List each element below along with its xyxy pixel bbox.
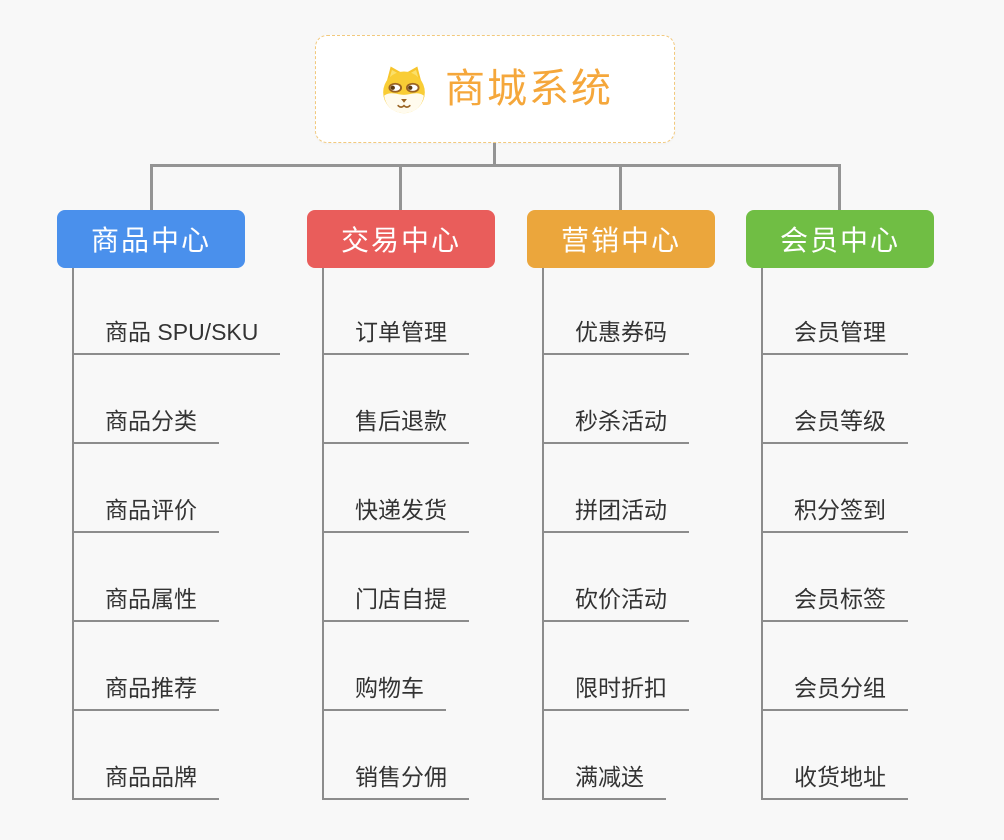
leaf-node[interactable]: 拼团活动 [542, 498, 689, 533]
leaf-node[interactable]: 售后退款 [322, 409, 469, 444]
root-node[interactable]: 商城系统 [315, 35, 675, 143]
leaf-node[interactable]: 购物车 [322, 676, 446, 711]
branch-node-marketing-center[interactable]: 营销中心 [527, 210, 715, 268]
leaf-node[interactable]: 商品属性 [72, 587, 219, 622]
connector-drop-trade [399, 164, 402, 210]
leaf-node[interactable]: 商品评价 [72, 498, 219, 533]
root-title: 商城系统 [445, 67, 613, 111]
connector-bus [150, 164, 840, 167]
leaf-node[interactable]: 限时折扣 [542, 676, 689, 711]
connector-drop-marketing [619, 164, 622, 210]
leaf-node[interactable]: 会员分组 [761, 676, 908, 711]
connector-drop-products [150, 164, 153, 210]
children-product-center: 商品 SPU/SKU 商品分类 商品评价 商品属性 商品推荐 商品品牌 [72, 268, 281, 800]
leaf-node[interactable]: 优惠券码 [542, 320, 689, 355]
leaf-node[interactable]: 商品推荐 [72, 676, 219, 711]
children-member-center: 会员管理 会员等级 积分签到 会员标签 会员分组 收货地址 [761, 268, 908, 800]
connector-drop-members [838, 164, 841, 210]
leaf-node[interactable]: 秒杀活动 [542, 409, 689, 444]
branch-node-member-center[interactable]: 会员中心 [746, 210, 934, 268]
leaf-node[interactable]: 积分签到 [761, 498, 908, 533]
dog-icon [383, 66, 425, 114]
leaf-node[interactable]: 门店自提 [322, 587, 469, 622]
branch-node-trade-center[interactable]: 交易中心 [307, 210, 495, 268]
branch-node-product-center[interactable]: 商品中心 [57, 210, 245, 268]
leaf-node[interactable]: 商品分类 [72, 409, 219, 444]
leaf-node[interactable]: 砍价活动 [542, 587, 689, 622]
leaf-node[interactable]: 会员管理 [761, 320, 908, 355]
leaf-node[interactable]: 商品品牌 [72, 765, 219, 800]
children-marketing-center: 优惠券码 秒杀活动 拼团活动 砍价活动 限时折扣 满减送 [542, 268, 689, 800]
leaf-node[interactable]: 快递发货 [322, 498, 469, 533]
leaf-node[interactable]: 订单管理 [322, 320, 469, 355]
child-branch-line-members [761, 268, 763, 800]
connector-root-stem [493, 143, 496, 164]
leaf-node[interactable]: 满减送 [542, 765, 666, 800]
leaf-node[interactable]: 商品 SPU/SKU [72, 320, 281, 355]
children-trade-center: 订单管理 售后退款 快递发货 门店自提 购物车 销售分佣 [322, 268, 469, 800]
leaf-node[interactable]: 会员等级 [761, 409, 908, 444]
leaf-node[interactable]: 会员标签 [761, 587, 908, 622]
leaf-node[interactable]: 销售分佣 [322, 765, 469, 800]
child-branch-line-trade [322, 268, 324, 800]
leaf-node[interactable]: 收货地址 [761, 765, 908, 800]
child-branch-line-marketing [542, 268, 544, 800]
child-branch-line-products [72, 268, 74, 800]
